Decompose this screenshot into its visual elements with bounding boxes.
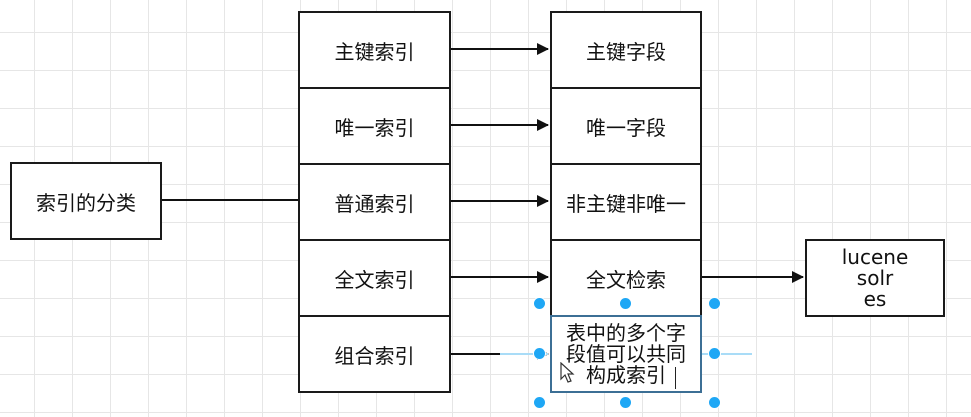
index-type-label: 主键索引 xyxy=(334,39,415,64)
tool-label: es xyxy=(863,286,887,311)
tool-label: lucene xyxy=(841,244,909,269)
fulltext-tools-node[interactable]: lucene solr es xyxy=(805,239,945,317)
index-type-label: 全文索引 xyxy=(334,267,415,292)
composite-note-line: 构成索引 xyxy=(586,362,666,387)
field-unique[interactable]: 唯一字段 xyxy=(550,87,702,165)
text-caret xyxy=(675,367,676,389)
resize-handle-top-center[interactable] xyxy=(620,298,631,309)
mouse-cursor-icon xyxy=(560,362,575,383)
resize-handle-top-right[interactable] xyxy=(709,298,720,309)
resize-handle-bottom-center[interactable] xyxy=(620,397,631,408)
root-node-index-classification[interactable]: 索引的分类 xyxy=(10,162,162,240)
index-type-label: 组合索引 xyxy=(334,343,415,368)
index-type-label: 普通索引 xyxy=(334,191,415,216)
index-type-label: 唯一索引 xyxy=(334,115,415,140)
field-non-primary-non-unique[interactable]: 非主键非唯一 xyxy=(550,163,702,241)
resize-handle-middle-right[interactable] xyxy=(709,348,720,359)
index-type-fulltext[interactable]: 全文索引 xyxy=(298,239,451,317)
field-label: 非主键非唯一 xyxy=(566,191,686,216)
index-type-normal[interactable]: 普通索引 xyxy=(298,163,451,241)
index-type-primary-key[interactable]: 主键索引 xyxy=(298,11,451,89)
composite-note-node[interactable]: 表中的多个字 段值可以共同 构成索引 xyxy=(550,315,702,393)
resize-handle-bottom-right[interactable] xyxy=(709,397,720,408)
root-node-label: 索引的分类 xyxy=(36,190,136,215)
field-primary-key[interactable]: 主键字段 xyxy=(550,11,702,89)
resize-handle-top-left[interactable] xyxy=(534,298,545,309)
index-type-unique[interactable]: 唯一索引 xyxy=(298,87,451,165)
composite-note-line: 表中的多个字 xyxy=(566,320,686,345)
field-label: 唯一字段 xyxy=(586,115,666,140)
index-type-composite[interactable]: 组合索引 xyxy=(298,315,451,393)
resize-handle-bottom-left[interactable] xyxy=(534,397,545,408)
field-label: 全文检索 xyxy=(586,267,666,292)
composite-note-line: 段值可以共同 xyxy=(566,341,686,366)
field-label: 主键字段 xyxy=(586,39,666,64)
tool-label: solr xyxy=(856,265,894,290)
resize-handle-middle-left[interactable] xyxy=(534,348,545,359)
